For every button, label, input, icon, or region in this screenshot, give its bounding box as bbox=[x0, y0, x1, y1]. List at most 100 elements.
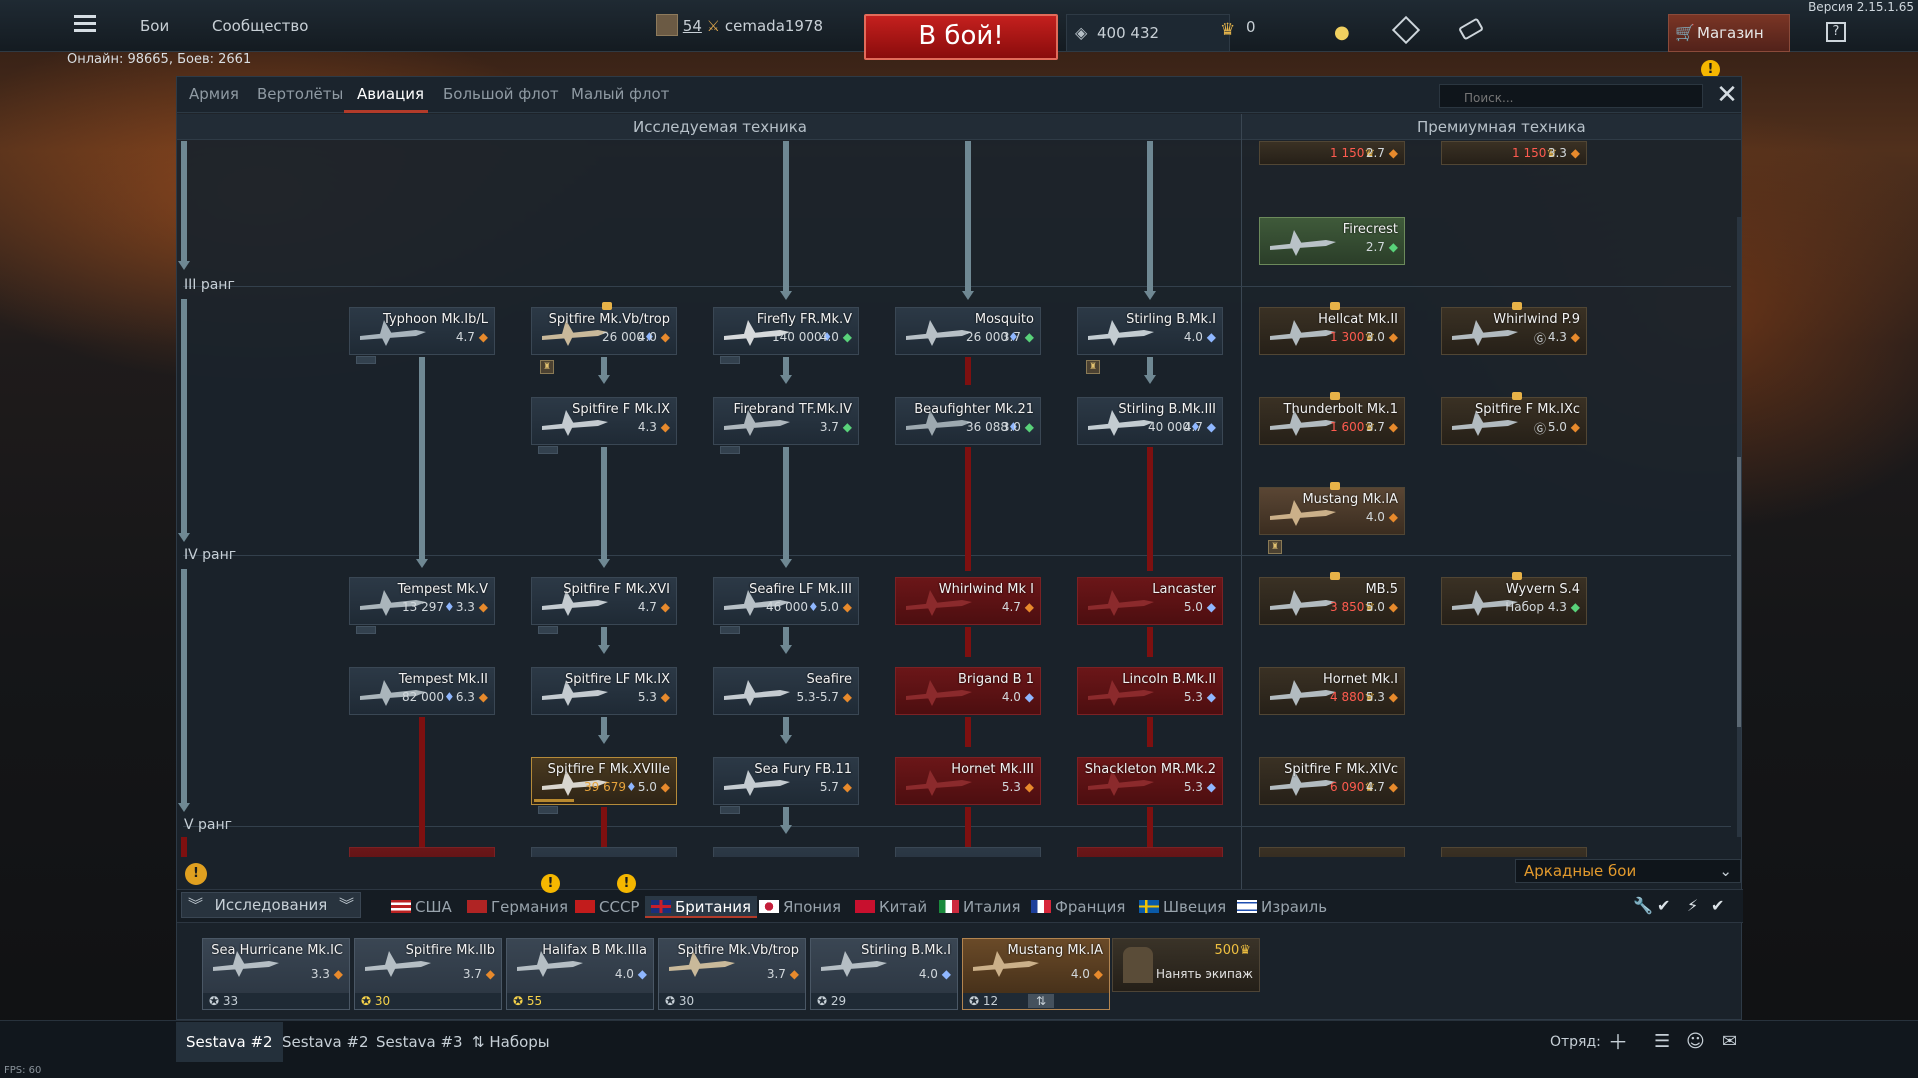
preset-tab[interactable]: Sestava #2 bbox=[282, 1033, 369, 1051]
alert-shield-icon[interactable]: ! bbox=[185, 863, 207, 885]
crew-slot[interactable]: Spitfire Mk.Vb/trop 3.7 ◆ ✪ 30 bbox=[658, 938, 806, 1010]
vehicle-card-seafire[interactable]: Seafire 5.3-5.7 ◆ bbox=[713, 667, 859, 715]
checkmark-icon[interactable]: ✔ bbox=[1711, 896, 1725, 915]
game-mode-select[interactable]: Аркадные бои ⌄ bbox=[1515, 859, 1741, 883]
nation-ussr[interactable]: СССР bbox=[575, 896, 639, 918]
premium-card-spitfire-f-mk-xivc[interactable]: Spitfire F Mk.XIVc 6 090♛ 4.7 ◆ bbox=[1259, 757, 1405, 805]
lightbulb-icon[interactable]: ● bbox=[1334, 22, 1350, 43]
nation-israel[interactable]: Израиль bbox=[1237, 896, 1327, 918]
vehicle-card[interactable] bbox=[531, 847, 677, 857]
vehicle-card-spitfire-f-mk-xvi[interactable]: Spitfire F Mk.XVI 4.7 ◆ bbox=[531, 577, 677, 634]
premium-card-spitfire-f-mk-ixc[interactable]: Spitfire F Mk.IXc Ⓖ 5.0 ◆ bbox=[1441, 392, 1587, 445]
vehicle-card-hornet-mk-iii[interactable]: Hornet Mk.III 5.3 ◆ bbox=[895, 757, 1041, 805]
nation-britain[interactable]: Британия bbox=[645, 896, 758, 918]
vehicle-card-lincoln-b-mk-ii[interactable]: Lincoln B.Mk.II 5.3 ◆ bbox=[1077, 667, 1223, 715]
folder-tab[interactable] bbox=[538, 806, 558, 814]
preset-tab[interactable]: Sestava #3 bbox=[376, 1033, 463, 1051]
folder-tab[interactable] bbox=[720, 626, 740, 634]
vehicle-card-spitfire-lf-mk-ix[interactable]: Spitfire LF Mk.IX 5.3 ◆ bbox=[531, 667, 677, 715]
player-info[interactable]: 54 ⚔ cemada1978 bbox=[656, 10, 823, 42]
menu-icon[interactable] bbox=[74, 22, 96, 25]
crew-slot[interactable]: Spitfire Mk.IIb 3.7 ◆ ✪ 30 bbox=[354, 938, 502, 1010]
premium-card-thunderbolt-mk-1[interactable]: Thunderbolt Mk.1 1 600♛ 3.7 ◆ bbox=[1259, 392, 1405, 445]
to-battle-button[interactable]: В бой! bbox=[864, 14, 1058, 60]
shop-button[interactable]: 🛒 Магазин ! bbox=[1668, 14, 1790, 79]
folder-tab[interactable] bbox=[720, 356, 740, 364]
vehicle-card[interactable] bbox=[1441, 847, 1587, 857]
nation-japan[interactable]: Япония bbox=[759, 896, 841, 918]
vehicle-card-firebrand-tf-mk-iv[interactable]: Firebrand TF.Mk.IV 3.7 ◆ bbox=[713, 397, 859, 454]
nation-usa[interactable]: США bbox=[391, 896, 452, 918]
premium-card-mustang-mk-ia[interactable]: Mustang Mk.IA 4.0 ◆ ♜ bbox=[1259, 482, 1405, 554]
research-dropdown[interactable]: ︾ Исследования ︾ bbox=[181, 892, 361, 918]
crew-slot-selected[interactable]: Mustang Mk.IA 4.0 ◆ ✪ 12 ⇅ bbox=[962, 938, 1110, 1010]
vehicle-card[interactable] bbox=[349, 847, 495, 857]
vehicle-card[interactable] bbox=[1259, 847, 1405, 857]
decal-icon[interactable] bbox=[1391, 15, 1421, 45]
vehicle-card-brigand-b-1[interactable]: Brigand B 1 4.0 ◆ bbox=[895, 667, 1041, 715]
vehicle-card[interactable] bbox=[895, 847, 1041, 857]
coupon-icon[interactable] bbox=[1457, 17, 1485, 41]
vehicle-card-tempest-mk-ii[interactable]: Tempest Mk.II 82 000♦ 6.3 ◆ bbox=[349, 667, 495, 715]
tab-bluewater-fleet[interactable]: Большой флот bbox=[443, 85, 559, 103]
tab-coastal-fleet[interactable]: Малый флот bbox=[571, 85, 670, 103]
premium-card-mb-5[interactable]: MB.5 3 850♛ 5.0 ◆ bbox=[1259, 572, 1405, 625]
premium-card-firecrest[interactable]: Firecrest 2.7 ◆ bbox=[1259, 217, 1405, 265]
crew-slot[interactable]: Stirling B.Mk.I 4.0 ◆ ✪ 29 bbox=[810, 938, 958, 1010]
folder-tab[interactable] bbox=[356, 356, 376, 364]
preset-tab-active[interactable]: Sestava #2 bbox=[176, 1022, 283, 1062]
vehicle-card-typhoon-mk-ib-l[interactable]: Typhoon Mk.Ib/L 4.7 ◆ bbox=[349, 307, 495, 364]
vehicle-card-firefly-fr-mk-v[interactable]: Firefly FR.Mk.V 140 000♦ 4.0 ◆ bbox=[713, 307, 859, 364]
vehicle-card[interactable] bbox=[1077, 847, 1223, 857]
vehicle-card-whirlwind-mk-i[interactable]: Whirlwind Mk I 4.7 ◆ bbox=[895, 577, 1041, 625]
vehicle-card-spitfire-f-mk-ix[interactable]: Spitfire F Mk.IX 4.3 ◆ bbox=[531, 397, 677, 454]
nation-italy[interactable]: Италия bbox=[939, 896, 1021, 918]
community-menu[interactable]: Сообщество bbox=[212, 17, 309, 35]
vehicle-card-shackleton-mr-mk-2[interactable]: Shackleton MR.Mk.2 5.3 ◆ bbox=[1077, 757, 1223, 805]
vehicle-card-tempest-mk-v[interactable]: Tempest Mk.V 13 297♦ 3.3 ◆ bbox=[349, 577, 495, 634]
checkmark-icon[interactable]: ✔ bbox=[1657, 896, 1671, 915]
tab-army[interactable]: Армия bbox=[189, 85, 239, 103]
folder-tab[interactable] bbox=[720, 446, 740, 454]
nation-china[interactable]: Китай bbox=[855, 896, 927, 918]
crew-slot[interactable]: Sea Hurricane Mk.IC 3.3 ◆ ✪ 33 bbox=[202, 938, 350, 1010]
battles-menu[interactable]: Бои bbox=[140, 17, 170, 35]
vehicle-card-stirling-b-mk-i[interactable]: Stirling B.Mk.I 4.0 ◆ ♜ bbox=[1077, 307, 1223, 374]
friends-icon[interactable]: ☺ bbox=[1686, 1031, 1705, 1052]
swap-icon[interactable]: ⇅ bbox=[1027, 994, 1055, 1008]
folder-tab[interactable] bbox=[538, 446, 558, 454]
tree-scrollbar-thumb[interactable] bbox=[1737, 457, 1741, 727]
premium-card-wyvern-s-4[interactable]: Wyvern S.4 Набор 4.3 ◆ bbox=[1441, 572, 1587, 625]
vehicle-card-spitfire-f-mk-xviiie[interactable]: Spitfire F Mk.XVIIIe 39 679♦ 5.0 ◆ bbox=[531, 757, 677, 814]
close-button[interactable]: ✕ bbox=[1716, 80, 1738, 110]
repair-icon[interactable]: 🔧 bbox=[1633, 896, 1653, 915]
vehicle-card-sea-fury-fb-11[interactable]: Sea Fury FB.11 5.7 ◆ bbox=[713, 757, 859, 814]
folder-tab[interactable] bbox=[720, 806, 740, 814]
tab-helicopters[interactable]: Вертолёты bbox=[257, 85, 344, 103]
nation-germany[interactable]: Германия bbox=[467, 896, 568, 918]
help-button[interactable]: ? bbox=[1826, 22, 1846, 42]
nation-france[interactable]: Франция bbox=[1031, 896, 1125, 918]
vehicle-card-mosquito[interactable]: Mosquito 26 000♦ 3.7 ◆ bbox=[895, 307, 1041, 355]
premium-vehicle-card[interactable]: 1 150♛ 2.7 ◆ bbox=[1259, 141, 1405, 165]
folder-tab[interactable] bbox=[538, 626, 558, 634]
crew-skills-icon[interactable]: ⚡ bbox=[1687, 896, 1699, 915]
vehicle-card-spitfire-mk-vb-trop[interactable]: Spitfire Mk.Vb/trop 26 000♦ 4.0 ◆ ♜ bbox=[531, 302, 677, 374]
vehicle-card-beaufighter-mk-21[interactable]: Beaufighter Mk.21 36 088♦ 3.0 ◆ bbox=[895, 397, 1041, 445]
vehicle-card[interactable] bbox=[713, 847, 859, 857]
vehicle-card-lancaster[interactable]: Lancaster 5.0 ◆ bbox=[1077, 577, 1223, 625]
add-squad-icon[interactable]: ＋ bbox=[1608, 1030, 1628, 1054]
tab-aviation[interactable]: Авиация bbox=[357, 85, 425, 103]
premium-vehicle-card[interactable]: 1 150♛ 3.3 ◆ bbox=[1441, 141, 1587, 165]
crew-slot[interactable]: Halifax B Mk.IIIa 4.0 ◆ ✪ 55 bbox=[506, 938, 654, 1010]
premium-card-hornet-mk-i[interactable]: Hornet Mk.I 4 880♛ 5.3 ◆ bbox=[1259, 667, 1405, 715]
search-input[interactable] bbox=[1439, 84, 1703, 108]
premium-card-whirlwind-p-9[interactable]: Whirlwind P.9 Ⓖ 4.3 ◆ bbox=[1441, 302, 1587, 355]
list-icon[interactable]: ☰ bbox=[1654, 1031, 1671, 1052]
hire-crew-button[interactable]: 500♛ Нанять экипаж bbox=[1112, 938, 1260, 992]
folder-tab[interactable] bbox=[356, 626, 376, 634]
vehicle-card-stirling-b-mk-iii[interactable]: Stirling B.Mk.III 40 000♦ 4.7 ◆ bbox=[1077, 397, 1223, 445]
premium-card-hellcat-mk-ii[interactable]: Hellcat Mk.II 1 300♛ 3.0 ◆ bbox=[1259, 302, 1405, 355]
presets-button[interactable]: ⇅ Наборы bbox=[472, 1033, 550, 1051]
nation-sweden[interactable]: Швеция bbox=[1139, 896, 1226, 918]
